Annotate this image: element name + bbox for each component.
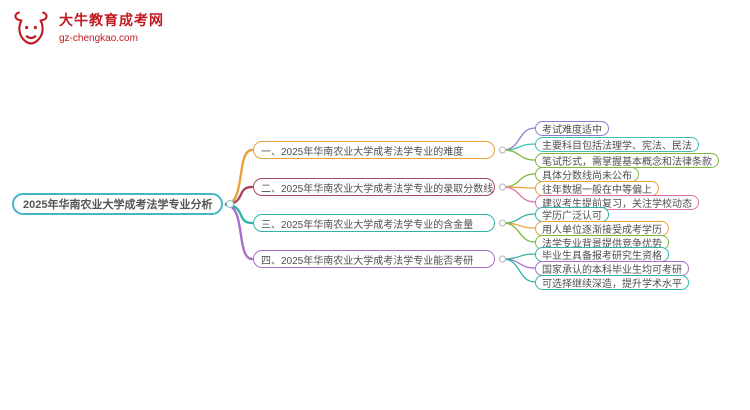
leaf-node: 可选择继续深造，提升学术水平 [535,275,689,290]
edge-branch2-leaf1 [502,173,536,188]
leaf-node: 毕业生具备报考研究生资格 [535,247,669,262]
leaf-node: 笔试形式，需掌握基本概念和法律条款 [535,153,719,168]
logo-title: 大牛教育成考网 [59,12,164,28]
leaf-node: 主要科目包括法理学、宪法、民法 [535,137,699,152]
leaf-label: 法学专业背景提供竞争优势 [542,239,662,250]
leaf-label: 用人单位逐渐接受成考学历 [542,225,662,236]
edge-branch2-leaf3 [502,186,536,203]
node-handle [499,219,506,227]
edge-branch4-leaf1 [502,253,536,260]
leaf-node: 学历广泛认可 [535,207,609,222]
leaf-label: 具体分数线尚未公布 [542,171,632,182]
logo-url: gz-chengkao.com [59,33,138,44]
branch-label: 四、2025年华南农业大学成考法学专业能否考研 [261,255,474,267]
edge-branch4-leaf3 [502,258,536,283]
leaf-node: 具体分数线尚未公布 [535,167,639,182]
leaf-label: 可选择继续深造，提升学术水平 [542,279,682,290]
edge-branch3-leaf1 [502,213,536,224]
edge-branch3-leaf3 [502,222,536,243]
logo: 大牛教育成考网 gz-chengkao.com [10,10,164,52]
branch-node-2: 二、2025年华南农业大学成考法学专业的录取分数线 [253,178,506,196]
leaf-label: 主要科目包括法理学、宪法、民法 [542,141,692,152]
logo-bull-icon [14,11,48,45]
branch-label: 一、2025年华南农业大学成考法学专业的难度 [261,146,464,158]
edge-branch4-leaf2 [502,258,536,269]
leaf-label: 建议考生提前复习，关注学校动态 [542,199,692,210]
node-handle [499,146,506,154]
branch-node-4: 四、2025年华南农业大学成考法学专业能否考研 [253,250,506,268]
leaf-node: 往年数据一般在中等偏上 [535,181,659,196]
root-node: 2025年华南农业大学成考法学专业分析 [12,193,235,215]
leaf-label: 笔试形式，需掌握基本概念和法律条款 [542,157,712,168]
leaf-label: 学历广泛认可 [542,211,602,222]
leaf-label: 国家承认的本科毕业生均可考研 [542,265,682,276]
node-handle [499,255,506,263]
leaf-label: 往年数据一般在中等偏上 [542,185,652,196]
node-handle [226,200,235,208]
leaf-node: 用人单位逐渐接受成考学历 [535,221,669,236]
branch-node-3: 三、2025年华南农业大学成考法学专业的含金量 [253,214,506,232]
leaf-label: 考试难度适中 [542,125,602,136]
leaf-node: 建议考生提前复习，关注学校动态 [535,195,699,210]
branch-label: 三、2025年华南农业大学成考法学专业的含金量 [261,219,474,231]
leaf-node: 考试难度适中 [535,121,609,136]
edge-branch1-leaf3 [502,149,536,161]
root-label: 2025年华南农业大学成考法学专业分析 [23,199,213,211]
branch-node-1: 一、2025年华南农业大学成考法学专业的难度 [253,141,506,159]
leaf-label: 毕业生具备报考研究生资格 [542,251,662,262]
branch-label: 二、2025年华南农业大学成考法学专业的录取分数线 [261,183,494,195]
node-handle [499,183,506,191]
leaf-node: 国家承认的本科毕业生均可考研 [535,261,689,276]
